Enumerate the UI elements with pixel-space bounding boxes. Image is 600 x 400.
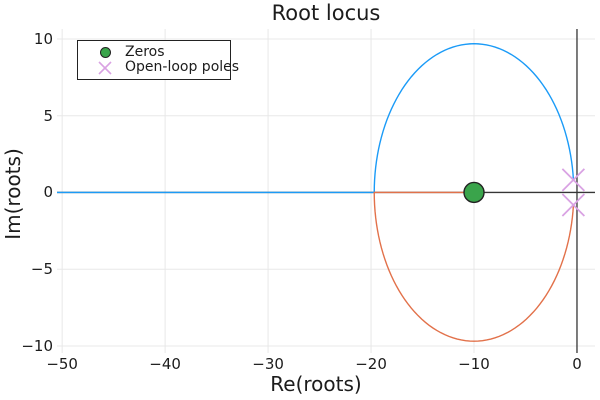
legend-item-zeros: Zeros [97, 45, 230, 60]
x-tick-label: −30 [252, 355, 284, 373]
x-tick-label: 0 [572, 355, 582, 373]
y-tick-label: −5 [30, 260, 53, 279]
y-tick-label: −10 [21, 336, 53, 355]
y-tick-label: 0 [43, 183, 53, 202]
x-tick-label: −40 [149, 355, 181, 373]
poles-marker-icon [97, 60, 113, 75]
locus-branch-lower [373, 191, 575, 342]
legend-item-label: Open-loop poles [125, 59, 240, 75]
legend-item-label: Zeros [125, 44, 165, 60]
zeros-marker-icon [97, 45, 113, 60]
x-axis-label: Re(roots) [270, 372, 362, 396]
page-title: Root locus [271, 1, 381, 25]
locus-branch-upper [57, 43, 575, 194]
x-tick-label: −50 [46, 355, 78, 373]
pole-marker [561, 168, 586, 192]
legend: Zeros Open-loop poles [77, 40, 239, 80]
y-tick-label: 10 [33, 29, 53, 48]
zero-marker [463, 181, 485, 204]
x-tick-label: −20 [355, 355, 387, 373]
x-tick-label: −10 [458, 355, 490, 373]
legend-item-open-loop-poles: Open-loop poles [97, 60, 239, 75]
pole-marker [561, 193, 586, 217]
y-tick-label: 5 [43, 106, 53, 125]
